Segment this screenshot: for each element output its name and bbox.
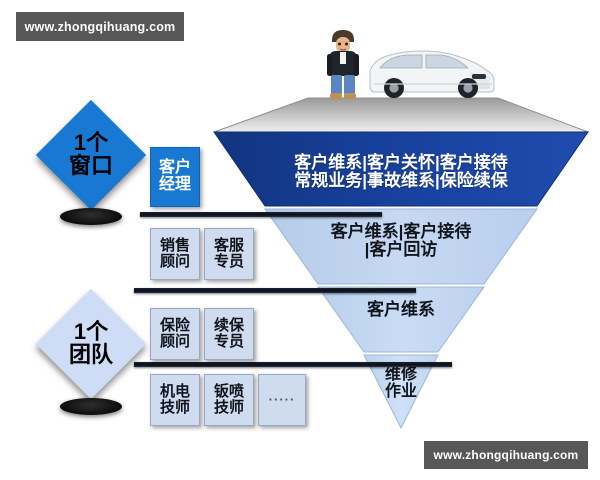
role-mechanic-line-1: 机电 bbox=[159, 383, 190, 401]
connector-bar-1 bbox=[140, 212, 382, 217]
role-box-insurance-advisor[interactable]: 保险 顾问 bbox=[150, 308, 200, 360]
role-row-insurance: 保险 顾问 续保 专员 bbox=[150, 308, 254, 360]
role-box-sales-advisor[interactable]: 销售 顾问 bbox=[150, 228, 200, 280]
service-advisor-person bbox=[327, 30, 359, 99]
funnel-band-4 bbox=[363, 354, 439, 430]
connector-bar-3 bbox=[134, 362, 452, 367]
funnel-band-1 bbox=[213, 131, 589, 207]
connector-bar-2 bbox=[134, 288, 416, 293]
role-more-line-1: ····· bbox=[268, 392, 296, 408]
role-box-more[interactable]: ····· bbox=[258, 374, 306, 426]
role-service-agent-line-2: 专员 bbox=[213, 253, 244, 270]
role-box-service-agent[interactable]: 客服 专员 bbox=[204, 228, 254, 280]
funnel-band-2 bbox=[264, 208, 538, 285]
funnel-top-illustration bbox=[318, 24, 508, 104]
role-box-mechanic[interactable]: 机电 技师 bbox=[150, 374, 200, 426]
role-customer-manager-line-2: 经理 bbox=[158, 176, 191, 193]
pedestal-one-team bbox=[60, 398, 122, 415]
watermark-bottom: www.zhongqihuang.com bbox=[424, 441, 588, 469]
diamond-one-team-shape bbox=[35, 288, 147, 400]
role-customer-manager-line-1: 客户 bbox=[158, 159, 191, 177]
role-sales-advisor-line-2: 顾问 bbox=[159, 253, 190, 270]
role-row-advisors: 销售 顾问 客服 专员 bbox=[150, 228, 254, 280]
role-body-paint-tech-line-2: 技师 bbox=[213, 399, 244, 416]
funnel-band-3 bbox=[317, 286, 485, 353]
diamond-one-window[interactable]: 1个 窗口 bbox=[35, 99, 147, 211]
role-row-manager: 客户 经理 bbox=[150, 147, 200, 207]
role-mechanic-line-2: 技师 bbox=[159, 399, 190, 416]
diamond-one-window-shape bbox=[35, 99, 147, 211]
role-box-customer-manager[interactable]: 客户 经理 bbox=[150, 147, 200, 207]
diamond-one-team[interactable]: 1个 团队 bbox=[35, 288, 147, 400]
watermark-top: www.zhongqihuang.com bbox=[16, 12, 184, 41]
role-box-body-paint-tech[interactable]: 钣喷 技师 bbox=[204, 374, 254, 426]
pedestal-one-window bbox=[60, 208, 122, 225]
role-insurance-advisor-line-2: 顾问 bbox=[159, 333, 190, 350]
role-service-agent-line-1: 客服 bbox=[213, 237, 244, 255]
role-sales-advisor-line-1: 销售 bbox=[159, 237, 190, 255]
role-renewal-agent-line-1: 续保 bbox=[213, 317, 244, 335]
role-row-technicians: 机电 技师 钣喷 技师 ····· bbox=[150, 374, 306, 426]
role-box-renewal-agent[interactable]: 续保 专员 bbox=[204, 308, 254, 360]
funnel-svg bbox=[213, 97, 589, 430]
role-renewal-agent-line-2: 专员 bbox=[213, 333, 244, 350]
role-insurance-advisor-line-1: 保险 bbox=[159, 317, 190, 335]
white-sedan-car bbox=[369, 50, 495, 98]
role-body-paint-tech-line-1: 钣喷 bbox=[213, 383, 244, 401]
